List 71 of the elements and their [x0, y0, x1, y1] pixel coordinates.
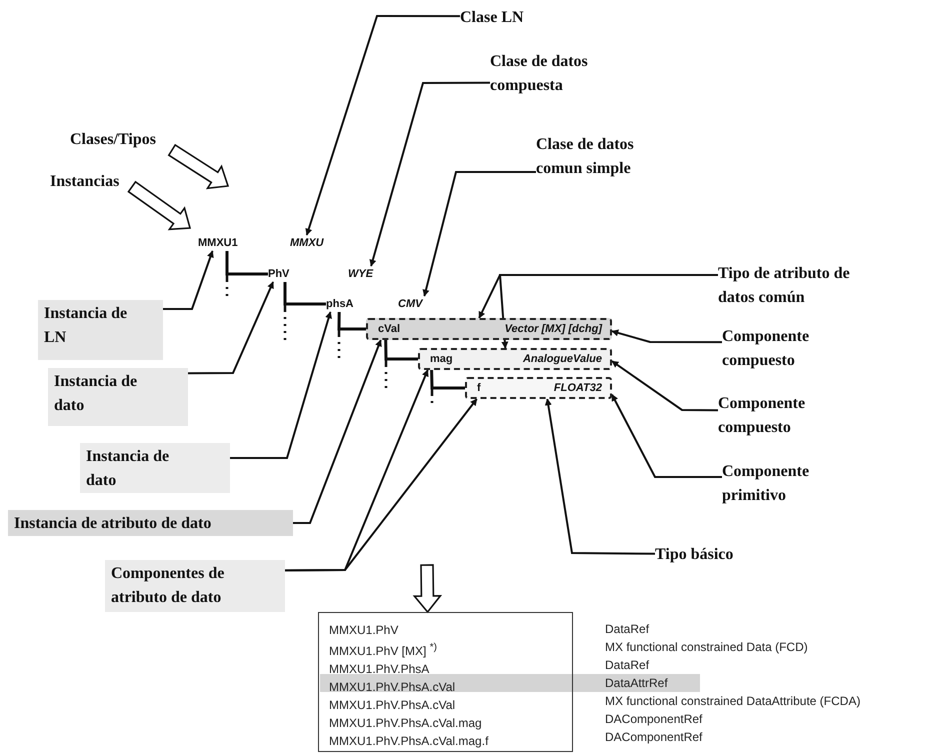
leader-arrow — [285, 398, 478, 572]
reference-text: MMXU1.PhV.PhsA.cVal.mag — [329, 715, 482, 732]
leader-arrow — [611, 330, 722, 344]
callout-label: Tipo de atributo de datos común — [718, 262, 873, 310]
callout-label: Instancia de dato — [53, 372, 138, 416]
reference-type: DataRef — [605, 621, 650, 638]
reference-text: MMXU1.PhV — [329, 622, 398, 639]
callout-label: Instancia de dato — [85, 447, 170, 491]
hollow-arrow — [412, 564, 442, 614]
tree-item-label: PhV — [268, 266, 302, 282]
leader-arrow — [369, 82, 490, 267]
instance-name: f — [477, 381, 481, 396]
reference-text: MMXU1.PhV.PhsA.cVal — [329, 679, 456, 696]
leader-arrow — [611, 360, 718, 412]
reference-text: MMXU1.PhV [MX] $^{*)}$ — [329, 641, 437, 660]
callout-label: Instancia de atributo de dato — [13, 514, 212, 534]
reference-type: MX functional constrained Data (FCD) — [605, 639, 808, 656]
leader-arrow — [188, 281, 274, 374]
tree-item-label: MMXU1 — [198, 235, 256, 251]
callout-label: Componente primitivo — [722, 460, 837, 510]
reference-text: MMXU1.PhV.PhsA.cVal.mag.f — [329, 733, 488, 750]
tree-item-label: WYE — [348, 266, 390, 282]
callout-label: Clase de datos compuesta — [490, 50, 610, 102]
reference-type: MX functional constrained DataAttribute (FCDA) — [605, 693, 860, 710]
tree-connector — [226, 251, 268, 276]
dashed-type-box — [418, 348, 612, 370]
leader-arrow — [498, 274, 718, 349]
callout-label: Componente compuesto — [722, 325, 837, 377]
tree-connector — [384, 340, 418, 360]
callout-label: Componente compuesto — [718, 392, 833, 444]
reference-type: DAComponentRef — [605, 711, 702, 728]
tree-connector — [284, 282, 326, 306]
reference-type: DataAttrRef — [605, 675, 668, 692]
label-background — [80, 443, 230, 493]
tree-item-label: CMV — [398, 296, 442, 312]
type-name: AnalogueValue — [522, 352, 602, 367]
dashed-type-box — [465, 377, 612, 399]
callout-label: Tipo básico — [655, 543, 755, 567]
leader-arrow — [422, 171, 536, 297]
reference-text: MMXU1.PhV.PhsA.cVal — [329, 697, 456, 714]
leader-arrow — [611, 394, 722, 478]
reference-table — [318, 612, 573, 752]
tree-connector — [337, 312, 366, 330]
instance-name: cVal — [378, 322, 400, 337]
reference-type: DataRef — [605, 657, 650, 674]
leader-arrow — [163, 250, 214, 310]
leader-arrow — [305, 15, 460, 236]
hollow-arrow — [127, 180, 192, 230]
callout-label: Clase LN — [460, 6, 560, 30]
label-background — [105, 560, 285, 612]
callout-label: Clase de datos comun simple — [536, 133, 666, 188]
dashed-type-box — [366, 318, 612, 340]
callout-label: Clases/Tipos — [70, 128, 172, 154]
instance-name: mag — [430, 352, 453, 367]
callout-label: Componentes de atributo de dato — [110, 564, 226, 608]
tree-item-label: phsA — [326, 296, 370, 312]
leader-arrow — [544, 398, 655, 555]
leader-arrow — [293, 339, 382, 524]
reference-text: MMXU1.PhV.PhsA — [329, 661, 430, 678]
leader-arrow — [230, 311, 332, 459]
type-name: Vector [MX] [dchg] — [504, 322, 602, 337]
tree-item-label: MMXU — [290, 235, 346, 251]
callout-label: Instancias — [50, 170, 132, 194]
tree-connector — [430, 370, 465, 390]
callout-label: Instancia de LN — [43, 304, 128, 348]
type-name: FLOAT32 — [554, 381, 602, 396]
reference-type: DAComponentRef — [605, 729, 702, 746]
label-background — [8, 510, 293, 536]
label-background — [38, 300, 163, 360]
hollow-arrow — [168, 144, 230, 190]
label-background — [48, 368, 188, 426]
